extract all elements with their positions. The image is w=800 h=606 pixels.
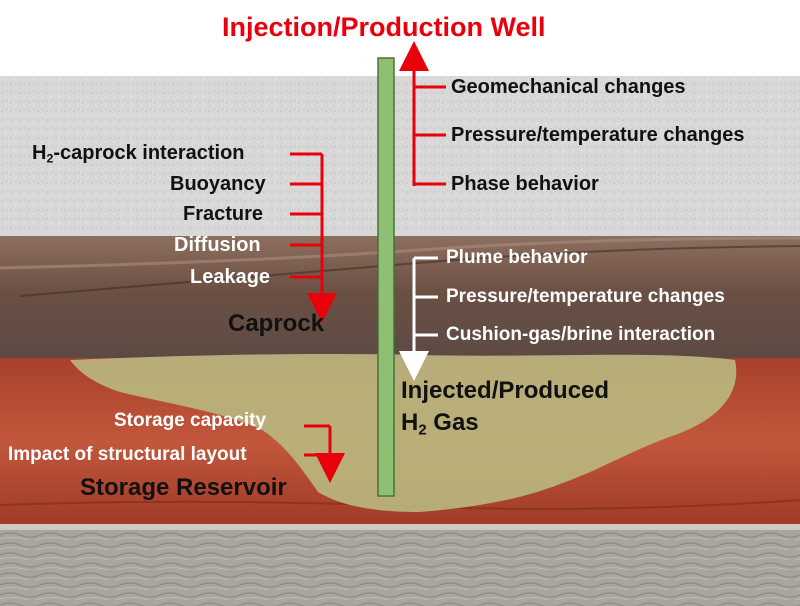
plume-effect-pressure: Pressure/temperature changes <box>446 286 725 307</box>
h2-subscript: 2 <box>46 151 54 166</box>
gas-label-line2: H2 Gas <box>401 409 479 438</box>
h2-symbol: H <box>32 142 47 164</box>
plume-effect-cushion: Cushion-gas/brine interaction <box>446 324 716 345</box>
well-title: Injection/Production Well <box>222 12 546 42</box>
gas-h2-subscript: 2 <box>418 422 427 439</box>
caprock-item-h2-interaction: H2-caprock interaction <box>32 142 245 166</box>
reservoir-label: Storage Reservoir <box>80 474 287 501</box>
well-effect-geomechanical: Geomechanical changes <box>451 76 686 98</box>
caprock-item-fracture: Fracture <box>183 203 264 225</box>
gas-h2-symbol: H <box>401 409 419 436</box>
caprock-item-buoyancy: Buoyancy <box>170 173 266 195</box>
caprock-label: Caprock <box>228 310 325 337</box>
gas-text: Gas <box>426 409 479 436</box>
h2-interaction-text: -caprock interaction <box>53 142 245 164</box>
well-effect-pressure: Pressure/temperature changes <box>451 124 745 146</box>
basement-layer <box>0 524 800 606</box>
reservoir-item-structural: Impact of structural layout <box>8 444 247 465</box>
well-effect-phase: Phase behavior <box>451 173 599 195</box>
gas-label-line1: Injected/Produced <box>401 377 610 404</box>
plume-effect-behavior: Plume behavior <box>446 247 588 268</box>
well-bore <box>377 57 395 497</box>
basement-band <box>0 524 800 530</box>
reservoir-item-capacity: Storage capacity <box>114 410 267 431</box>
caprock-item-diffusion: Diffusion <box>174 234 261 256</box>
caprock-streak-2 <box>19 245 800 297</box>
top-layer <box>0 76 800 238</box>
caprock-item-leakage: Leakage <box>190 266 271 288</box>
gas-plume <box>70 353 737 512</box>
caprock-streak <box>0 236 800 270</box>
caprock-layer <box>0 236 800 360</box>
